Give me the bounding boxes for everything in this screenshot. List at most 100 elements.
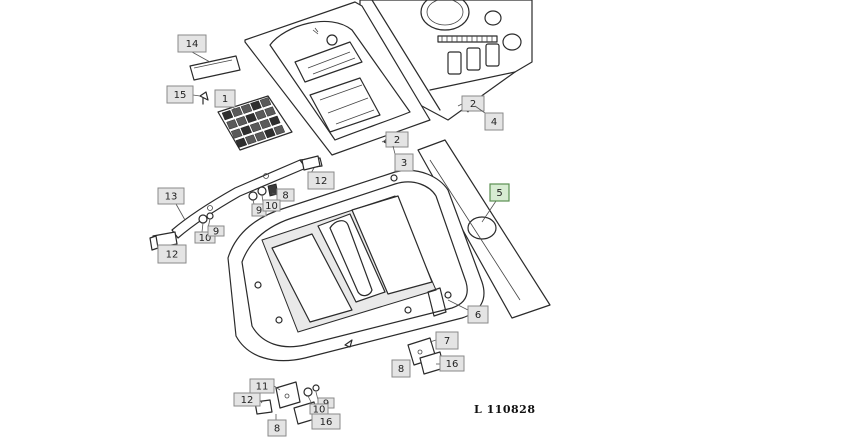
- dashboard-tray: [227, 169, 485, 362]
- side-panel: [417, 139, 551, 319]
- callout-number: 13: [165, 192, 178, 203]
- label-symbol-cell: [245, 134, 257, 145]
- callout-number: 14: [186, 39, 199, 50]
- callout-box: [157, 187, 185, 205]
- callout-box: [214, 89, 236, 108]
- callout-number: 16: [320, 417, 333, 428]
- label-symbol-cell: [235, 116, 248, 127]
- callout-c14: 14: [177, 34, 211, 63]
- label-symbol-cell: [273, 124, 286, 136]
- callout-c10a: 10: [261, 194, 281, 212]
- callout-c12a: 12: [307, 167, 335, 190]
- callout-c7: 7: [429, 331, 459, 350]
- label-symbol-cell: [268, 115, 281, 126]
- callout-labels: 14151242351389101210912678161112910816: [157, 34, 510, 437]
- screw: [199, 91, 209, 105]
- callout-c8a: 8: [271, 188, 295, 202]
- callout-c10b: 10: [194, 222, 216, 244]
- callout-leader-line: [271, 192, 278, 196]
- callout-c12b: 12: [157, 244, 187, 264]
- callout-leader-line: [429, 339, 437, 343]
- callout-number: 15: [174, 90, 187, 101]
- callout-c4: 4: [474, 105, 504, 131]
- callout-c16b: 16: [310, 413, 341, 430]
- callout-box: [276, 188, 295, 202]
- label-symbol-cell: [240, 125, 252, 136]
- label-symbol-cell: [259, 118, 271, 130]
- callout-box: [194, 231, 216, 244]
- callout-c2a: 2: [457, 95, 485, 112]
- callout-c12c: 12: [233, 392, 263, 407]
- callout-number: 1: [222, 94, 228, 105]
- label-symbol-cell: [226, 119, 238, 130]
- callout-c13: 13: [157, 187, 186, 221]
- callout-box: [233, 392, 261, 407]
- callout-number: 8: [398, 364, 404, 375]
- callout-box: [439, 355, 465, 372]
- callout-number: 9: [213, 227, 219, 238]
- callout-leader-line: [252, 199, 255, 205]
- callout-box: [391, 359, 411, 378]
- callout-c11: 11: [249, 378, 281, 394]
- callout-number: 2: [470, 99, 476, 110]
- callout-number: 12: [241, 395, 254, 406]
- callout-number: 9: [256, 206, 262, 217]
- callout-leader-line: [474, 105, 486, 114]
- label-symbol-cell: [254, 131, 267, 142]
- callout-number: 12: [315, 176, 328, 187]
- callout-box: [311, 413, 341, 430]
- callout-leader-line: [231, 106, 241, 113]
- callout-number: 16: [446, 359, 459, 370]
- callout-leader-line: [191, 51, 211, 63]
- callout-box: [394, 153, 414, 172]
- callout-box: [461, 95, 485, 112]
- callout-number: 2: [394, 135, 400, 146]
- callout-number: 11: [256, 382, 269, 393]
- callout-number: 3: [401, 158, 407, 169]
- callout-c2b: 2: [381, 131, 409, 148]
- callout-number: 12: [166, 250, 179, 261]
- label-symbol-cell: [249, 122, 262, 133]
- cover-plate: [189, 55, 241, 81]
- callout-box: [489, 183, 510, 202]
- callout-c8b: 8: [391, 359, 411, 378]
- callout-number: 8: [274, 424, 280, 435]
- label-symbol-cell: [221, 110, 234, 121]
- callout-box: [262, 199, 281, 212]
- callout-number: 6: [475, 310, 481, 321]
- label-symbol-cell: [264, 128, 276, 139]
- callout-leader-line: [457, 103, 463, 107]
- callout-number: 7: [444, 336, 450, 347]
- callout-leader-line: [201, 222, 204, 233]
- label-symbol-cell: [231, 106, 243, 118]
- callout-number: 10: [199, 233, 212, 244]
- figure-id: L 110828: [474, 403, 536, 416]
- callout-c3: 3: [392, 145, 414, 172]
- callout-c1: 1: [214, 89, 241, 113]
- callout-box: [157, 244, 187, 264]
- callout-leader-line: [481, 200, 497, 223]
- callout-box: [267, 419, 287, 437]
- callout-box: [166, 85, 194, 104]
- label-symbol-cell: [264, 106, 276, 117]
- label-symbol-cell: [245, 112, 257, 124]
- callout-c8c: 8: [267, 414, 287, 437]
- upper-panel: [244, 1, 431, 156]
- callout-box: [484, 112, 504, 131]
- callout-leader-line: [307, 395, 313, 405]
- label-symbol-cell: [250, 100, 262, 111]
- callout-box: [249, 378, 275, 394]
- callout-leader-line: [392, 145, 396, 155]
- callout-leader-line: [381, 139, 387, 143]
- callout-c5: 5: [481, 183, 510, 223]
- callout-number: 4: [491, 117, 497, 128]
- callout-c16a: 16: [436, 355, 465, 372]
- callout-c9b: 9: [207, 218, 225, 238]
- callout-number: 10: [313, 405, 326, 416]
- label-symbol-cell: [254, 109, 267, 120]
- callout-box: [207, 225, 225, 237]
- callout-leader-line: [447, 299, 469, 311]
- callout-leader-line: [175, 203, 186, 221]
